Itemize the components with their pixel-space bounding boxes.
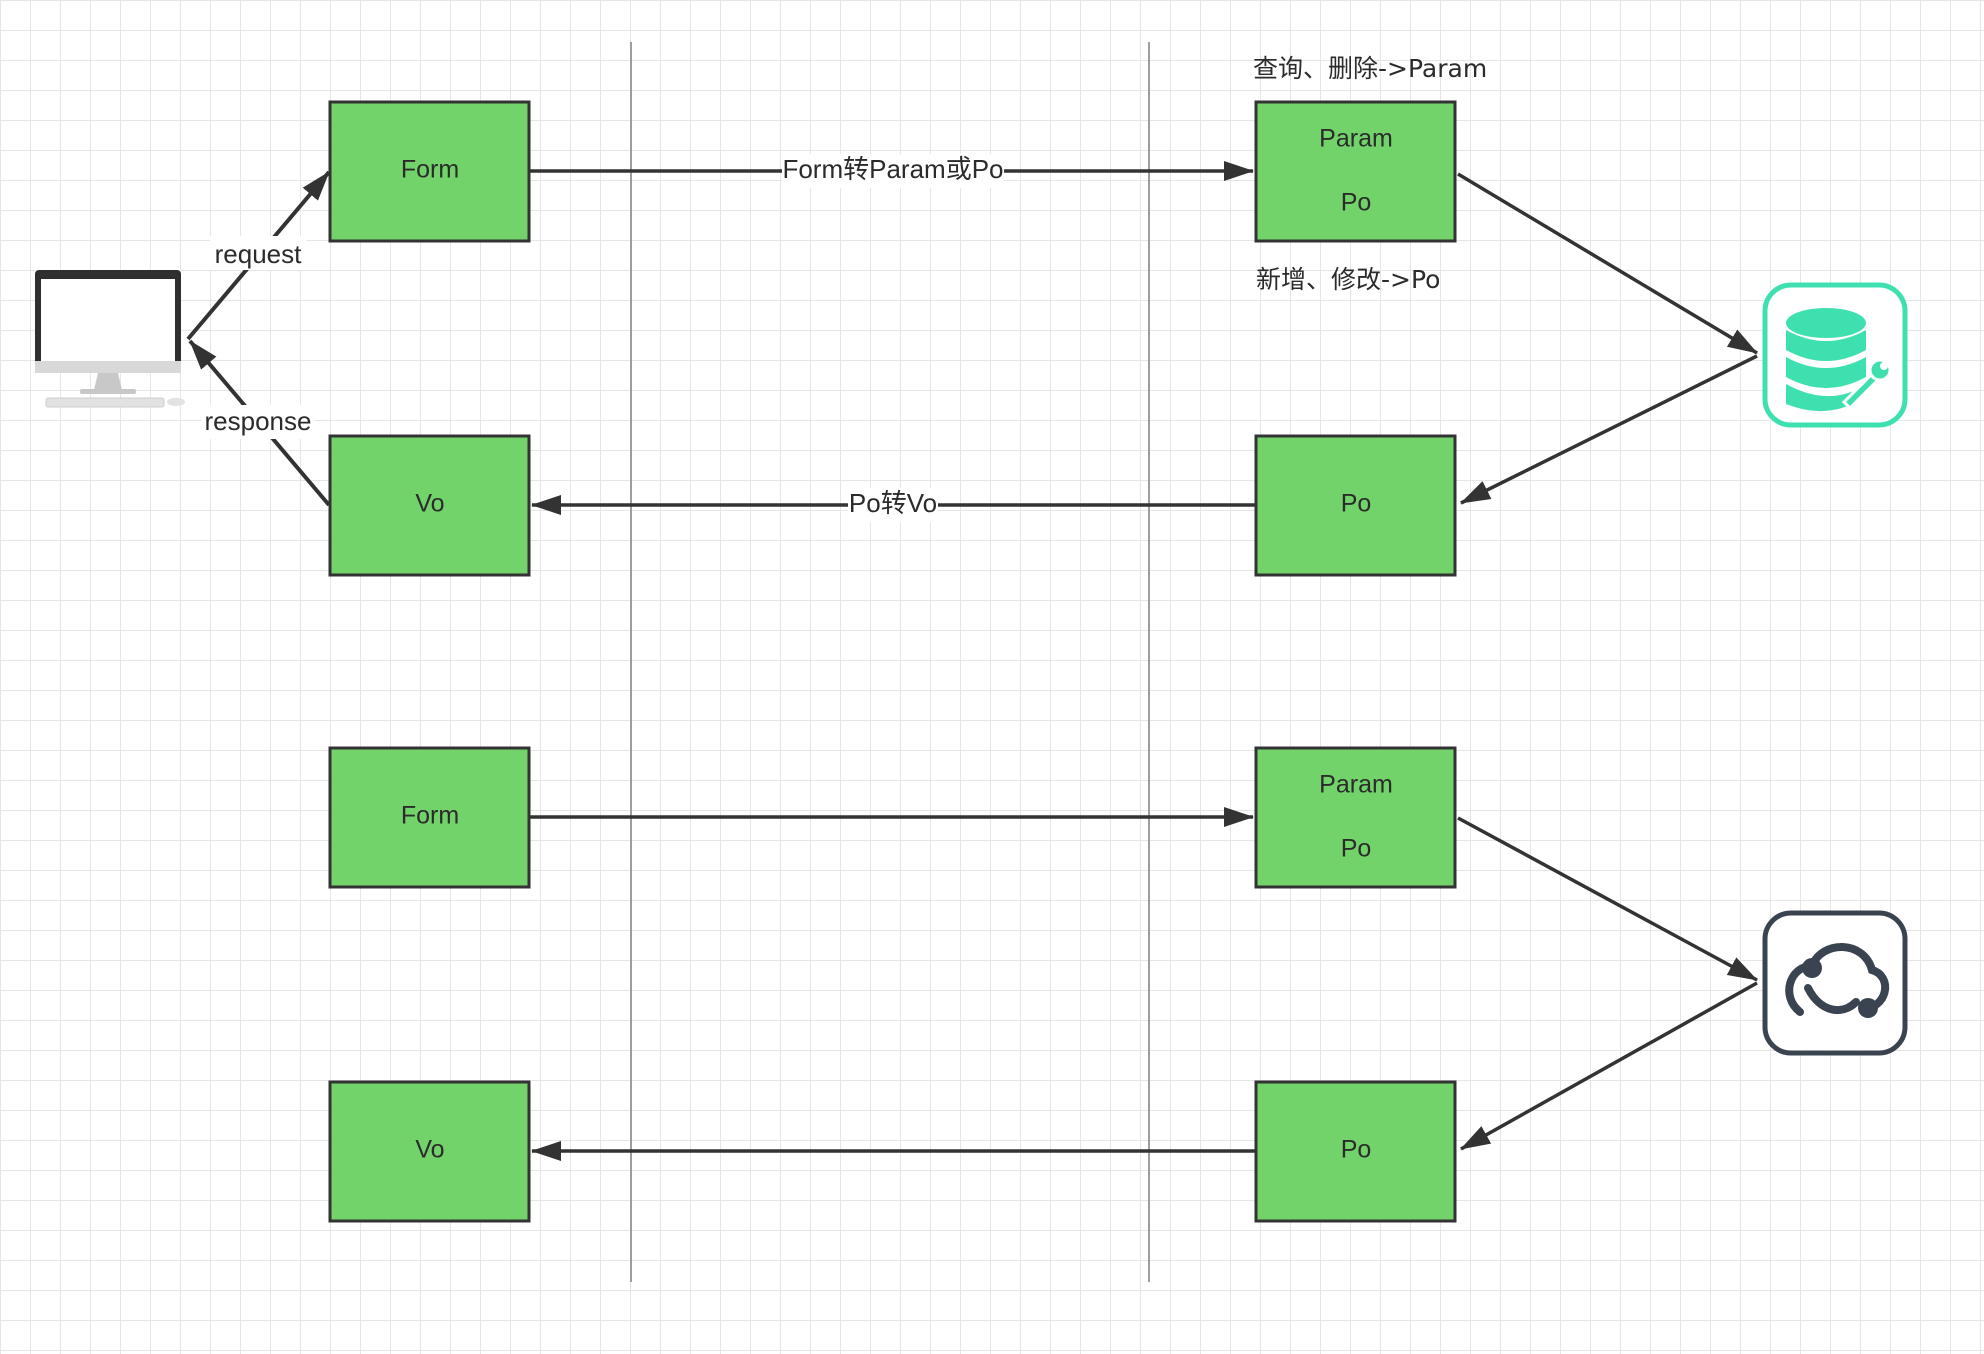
po-to-vo-label: Po转Vo bbox=[849, 488, 937, 518]
po-box-top[interactable]: Po bbox=[1254, 434, 1457, 577]
database-to-po-edge bbox=[1460, 354, 1758, 505]
param-po-box-bottom-param: Param bbox=[1319, 771, 1393, 799]
form-box-top-label: Form bbox=[401, 156, 459, 184]
param-to-database-edge bbox=[1457, 172, 1758, 355]
query-delete-note: 查询、删除->Param bbox=[1253, 54, 1487, 83]
form-to-param-label: Form转Param或Po bbox=[782, 154, 1003, 184]
add-update-note: 新增、修改->Po bbox=[1256, 265, 1440, 294]
vo-box-bottom-label: Vo bbox=[415, 1136, 444, 1164]
cloud-service-icon[interactable] bbox=[1762, 910, 1908, 1056]
param-po-box-top-po: Po bbox=[1341, 189, 1372, 217]
vo-box-top[interactable]: Vo bbox=[328, 434, 531, 577]
po-box-top-label: Po bbox=[1341, 490, 1372, 518]
param-to-service-edge bbox=[1457, 816, 1758, 982]
database-wrench-icon[interactable] bbox=[1762, 282, 1908, 428]
vo-box-bottom[interactable]: Vo bbox=[328, 1080, 531, 1223]
form-box-top[interactable]: Form bbox=[328, 100, 531, 243]
form-box-bottom-label: Form bbox=[401, 802, 459, 830]
form-box-bottom[interactable]: Form bbox=[328, 746, 531, 889]
param-po-box-bottom-po: Po bbox=[1341, 835, 1372, 863]
vo-box-top-label: Vo bbox=[415, 490, 444, 518]
request-label: request bbox=[215, 239, 302, 269]
param-po-box-top-param: Param bbox=[1319, 125, 1393, 153]
service-to-po-edge bbox=[1460, 981, 1758, 1151]
desktop-computer-icon bbox=[35, 270, 185, 408]
po-box-bottom[interactable]: Po bbox=[1254, 1080, 1457, 1223]
param-po-box-bottom[interactable]: Param Po bbox=[1254, 746, 1457, 889]
response-label: response bbox=[205, 406, 312, 436]
param-po-box-top[interactable]: Param Po bbox=[1254, 100, 1457, 243]
po-box-bottom-label: Po bbox=[1341, 1136, 1372, 1164]
